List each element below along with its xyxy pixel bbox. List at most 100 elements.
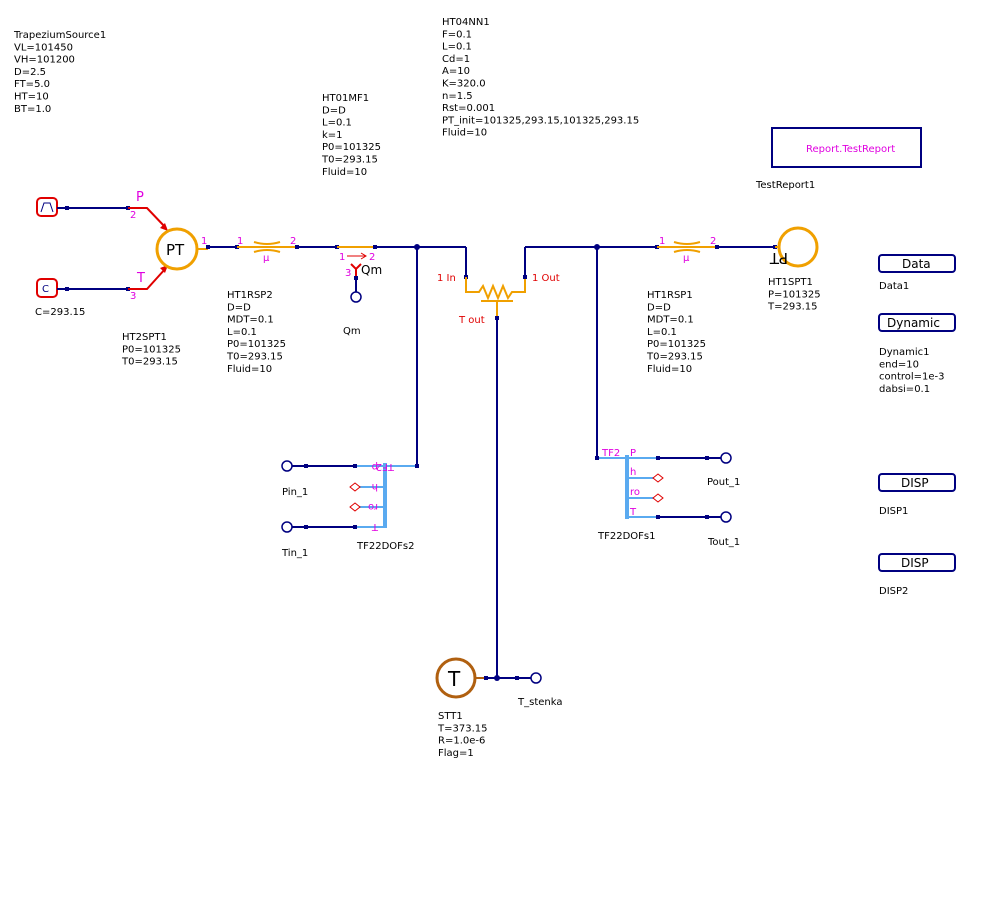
ht2spt1-component[interactable]: PT — [155, 227, 199, 271]
param-line: n=1.5 — [442, 91, 473, 102]
pin-ro: ro — [630, 487, 640, 498]
pout1-sensor[interactable] — [720, 452, 732, 464]
param-line: T=373.15 — [437, 723, 487, 734]
tout1-sensor[interactable] — [720, 511, 732, 523]
param-line: L=0.1 — [647, 327, 677, 338]
dynamic-block-button[interactable]: Dynamic — [878, 313, 956, 332]
param-line: Fluid=10 — [647, 364, 692, 375]
rsp2-pin1: 1 — [237, 236, 243, 247]
param-line: L=0.1 — [322, 118, 352, 129]
tf22dofs2-component[interactable]: TF2 p h ro T — [355, 461, 417, 532]
param-line: dabsi=0.1 — [879, 384, 930, 395]
param-line: D=D — [647, 302, 671, 313]
param-line: R=1.0e-6 — [438, 736, 485, 747]
tout-port-label: T out — [458, 315, 485, 326]
mu-label: μ — [263, 253, 270, 264]
param-line: Cd=1 — [442, 54, 470, 65]
tin1-sensor[interactable] — [281, 521, 293, 533]
param-line: HT1RSP1 — [647, 290, 693, 301]
pin-1-label: 1 — [201, 236, 207, 247]
rsp2-pin2: 2 — [290, 236, 296, 247]
stt1-component[interactable]: T — [435, 657, 477, 699]
param-line: D=D — [227, 302, 251, 313]
mu-label: μ — [683, 253, 690, 264]
disp2-button-text: DISP — [901, 556, 929, 570]
signal-p — [128, 207, 167, 229]
report-label: TestReport1 — [755, 180, 815, 191]
pin-t: T — [629, 507, 637, 518]
tout1-label: Tout_1 — [707, 537, 740, 548]
tf22dofs1-component[interactable]: TF2 P h ro T — [597, 448, 658, 519]
disp1-block-button[interactable]: DISP — [878, 473, 956, 492]
pt-symbol: PT — [166, 241, 185, 259]
pin1-sensor[interactable] — [281, 460, 293, 472]
param-line: A=10 — [442, 66, 470, 77]
pin-p: p — [372, 461, 378, 472]
param-line: D=D — [322, 105, 346, 116]
pin-p: P — [630, 448, 636, 459]
pin-ro: ro — [368, 501, 378, 512]
ro-port — [349, 502, 361, 512]
param-line: C=293.15 — [35, 307, 85, 318]
data-label: Data1 — [879, 281, 909, 292]
qm-sensor-label: Qm — [343, 326, 361, 337]
param-line: P0=101325 — [227, 339, 286, 350]
param-line: Dynamic1 — [879, 347, 929, 358]
disp2-label: DISP2 — [879, 586, 908, 597]
tf22dofs2-label: TF22DOFs2 — [356, 541, 414, 552]
ht1rsp2-params: HT1RSP2D=DMDT=0.1L=0.1P0=101325T0=293.15… — [226, 290, 286, 375]
const-icon: C — [42, 284, 49, 295]
param-line: Flag=1 — [438, 748, 474, 759]
h-port — [652, 473, 664, 483]
param-line: Fluid=10 — [442, 128, 487, 139]
param-line: Fluid=10 — [322, 167, 367, 178]
param-line: VH=101200 — [14, 55, 75, 66]
param-line: TrapeziumSource1 — [13, 30, 106, 41]
qm-sensor[interactable] — [350, 291, 362, 303]
rsp1-pin1: 1 — [659, 236, 665, 247]
t-stenka-label: T_stenka — [517, 697, 562, 708]
const-source[interactable]: C — [36, 278, 58, 298]
test-report-block[interactable]: Report.TestReport — [771, 127, 922, 168]
disp1-label: DISP1 — [879, 506, 908, 517]
param-line: P0=101325 — [122, 344, 181, 355]
data-block-button[interactable]: Data — [878, 254, 956, 273]
param-line: T0=293.15 — [321, 155, 378, 166]
tf2-label: TF2 — [601, 448, 620, 459]
param-line: HT01MF1 — [322, 93, 369, 104]
param-line: HT04NN1 — [442, 17, 490, 28]
param-line: F=0.1 — [442, 29, 472, 40]
ht1spt1-component[interactable]: PT — [769, 226, 819, 268]
ht1rsp2-component[interactable]: μ — [237, 241, 297, 264]
ht01mf1-component[interactable] — [337, 246, 375, 277]
pout1-label: Pout_1 — [707, 477, 740, 488]
param-line: T=293.15 — [767, 302, 817, 313]
param-line: Fluid=10 — [227, 364, 272, 375]
dynamic-button-text: Dynamic — [887, 316, 940, 330]
ht04nn1-component[interactable] — [465, 277, 526, 317]
t-stenka-sensor[interactable] — [530, 672, 542, 684]
trapezium-source[interactable] — [36, 197, 58, 217]
disp2-block-button[interactable]: DISP — [878, 553, 956, 572]
ht1rsp1-component[interactable]: μ — [657, 241, 717, 264]
data-button-text: Data — [902, 257, 931, 271]
rsp1-pin2: 2 — [710, 236, 716, 247]
param-line: L=0.1 — [442, 42, 472, 53]
param-line: PT_init=101325,293.15,101325,293.15 — [442, 115, 639, 126]
trapezium-icon — [40, 202, 54, 213]
pin-3-label: 3 — [130, 291, 136, 302]
ht01mf1-params: HT01MF1D=DL=0.1k=1P0=101325T0=293.15Flui… — [321, 93, 381, 178]
pin-t: T — [371, 521, 379, 532]
pin-h: h — [630, 467, 636, 478]
param-line: P0=101325 — [647, 339, 706, 350]
param-line: HT2SPT1 — [122, 332, 167, 343]
param-line: T0=293.15 — [646, 352, 703, 363]
tin1-label: Tin_1 — [281, 548, 308, 559]
pin-t-label: T — [136, 271, 145, 286]
param-line: K=320.0 — [442, 79, 486, 90]
param-line: VL=101450 — [14, 42, 73, 53]
